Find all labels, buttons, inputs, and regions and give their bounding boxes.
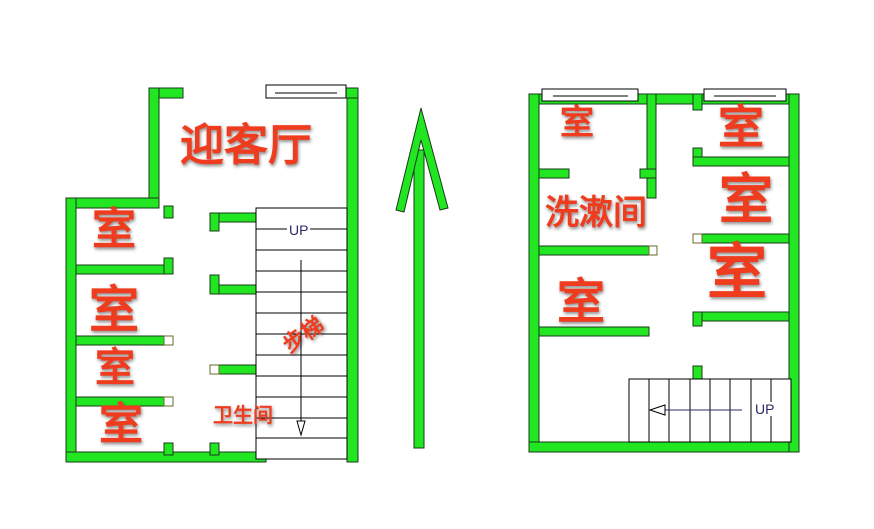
room-label-room4: 室 [99, 399, 143, 450]
room-label-room2: 室 [89, 281, 139, 339]
room-label-top-left: 室 [560, 103, 594, 143]
left-stair-up-label: UP [287, 222, 311, 238]
room-label-washroom: 洗漱间 [545, 193, 647, 233]
right-stair-up-label: UP [753, 401, 777, 417]
left-floor-walls [65, 87, 359, 463]
left-stairs [255, 207, 348, 460]
room-label-mid-right-2: 室 [707, 238, 767, 308]
room-label-room1: 室 [92, 204, 136, 255]
room-label-mid-left: 室 [557, 274, 606, 330]
north-arrow-icon [395, 107, 449, 449]
room-label-mid-right-1: 室 [719, 168, 773, 231]
room-label-bathroom: 卫生间 [213, 403, 273, 427]
windows [265, 84, 787, 102]
room-label-top-right: 室 [718, 100, 764, 154]
room-label-room3: 室 [95, 345, 135, 391]
room-label-living: 迎客厅 [180, 120, 312, 171]
